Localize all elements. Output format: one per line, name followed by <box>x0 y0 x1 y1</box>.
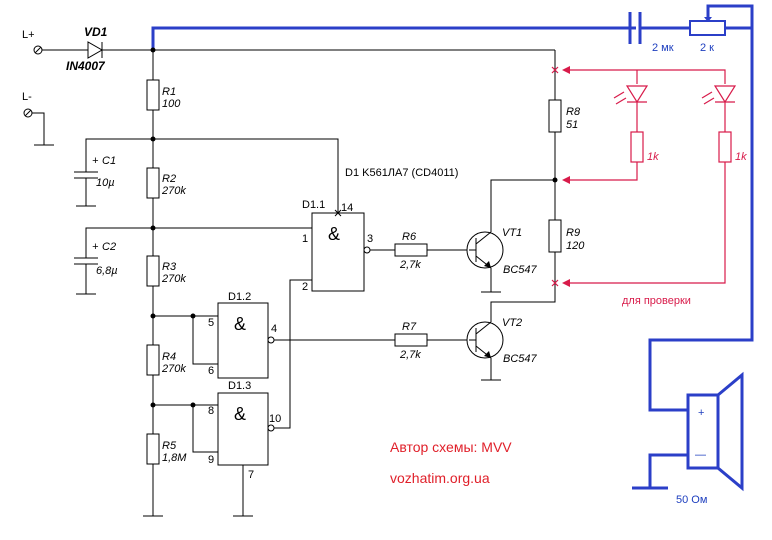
test-led-left <box>613 85 649 105</box>
transistor-vt2: VT2 BC547 <box>466 317 538 365</box>
d12-symbol: & <box>234 314 246 334</box>
test-circuit: 1k 1k для проверки <box>562 66 747 307</box>
c2-ref: C2 <box>102 241 116 253</box>
r1-value: 100 <box>162 98 181 110</box>
author-credit: Автор схемы: MVV <box>390 439 512 455</box>
r4-value: 270k <box>161 363 186 375</box>
resistor-r6: R6 2,7k <box>394 231 428 271</box>
output-wire-top <box>151 26 636 50</box>
diode-vd1: VD1 IN4007 <box>66 25 108 73</box>
resistor-r9: R9 120 <box>548 219 585 253</box>
capacitor-c1: + C1 10µ <box>74 155 116 207</box>
resistor-r7: R7 2,7k <box>394 321 428 361</box>
resistor-r5: R5 1,8M <box>146 433 187 465</box>
resistor-r4: R4 270k <box>146 344 186 376</box>
r5-ref: R5 <box>162 440 177 452</box>
c1-value: 10µ <box>96 177 115 189</box>
d11-pin2: 2 <box>302 281 308 293</box>
d12-pin4: 4 <box>271 323 277 335</box>
svg-text:+: + <box>92 155 99 167</box>
c1-ref: C1 <box>102 155 116 167</box>
r6-ref: R6 <box>402 231 417 243</box>
gate-d1-1: D1.1 & 1 2 3 14 <box>302 199 373 293</box>
d11-pin3: 3 <box>367 233 373 245</box>
c2-value: 6,8µ <box>96 265 118 277</box>
test-point-markers <box>551 66 559 287</box>
r4-ref: R4 <box>162 351 176 363</box>
test-r-left-value: 1k <box>647 151 659 163</box>
d12-pin6: 6 <box>208 365 214 377</box>
speaker-plus-label: + <box>698 407 704 419</box>
r1-ref: R1 <box>162 86 176 98</box>
resistor-r3: R3 270k <box>146 255 186 287</box>
r9-value: 120 <box>566 240 585 252</box>
r8-value: 51 <box>566 119 578 131</box>
d11-symbol: & <box>328 224 340 244</box>
svg-text:+: + <box>92 241 99 253</box>
test-r-right-value: 1k <box>735 151 747 163</box>
resistor-r2: R2 270k <box>146 167 186 199</box>
vt1-ref: VT1 <box>502 227 522 239</box>
test-resistor-left: 1k <box>630 131 659 163</box>
d11-pin1: 1 <box>302 233 308 245</box>
d11-ref: D1.1 <box>302 199 325 211</box>
r7-ref: R7 <box>402 321 417 333</box>
r7-value: 2,7k <box>399 349 421 361</box>
output-capacitor: 2 мк <box>628 12 674 54</box>
speaker: + — 50 Ом <box>676 371 744 506</box>
vt2-ref: VT2 <box>502 317 522 329</box>
diode-part: IN4007 <box>66 59 106 73</box>
pot-value-label: 2 к <box>700 42 714 54</box>
test-note: для проверки <box>622 295 691 307</box>
r5-value: 1,8M <box>162 452 187 464</box>
terminal-minus-label: L- <box>22 91 32 103</box>
terminal-plus-label: L+ <box>22 29 35 41</box>
speaker-value-label: 50 Ом <box>676 494 707 506</box>
d13-pin10: 10 <box>269 413 281 425</box>
d13-pin8: 8 <box>208 405 214 417</box>
d12-pin5: 5 <box>208 317 214 329</box>
d11-pin14: 14 <box>341 202 353 214</box>
r9-ref: R9 <box>566 227 580 239</box>
gate-d1-3: D1.3 & 8 9 10 7 <box>208 380 281 481</box>
r3-ref: R3 <box>162 261 177 273</box>
gate-d1-2: D1.2 & 5 6 4 <box>208 291 277 379</box>
d13-symbol: & <box>234 404 246 424</box>
vt2-part: BC547 <box>503 353 538 365</box>
site-credit: vozhatim.org.ua <box>390 470 490 486</box>
r6-value: 2,7k <box>399 259 421 271</box>
r3-value: 270k <box>161 273 186 285</box>
d13-ref: D1.3 <box>228 380 251 392</box>
d12-ref: D1.2 <box>228 291 251 303</box>
test-resistor-right: 1k <box>718 131 747 163</box>
d13-pin9: 9 <box>208 454 214 466</box>
r8-ref: R8 <box>566 106 581 118</box>
test-led-right <box>701 85 737 105</box>
resistor-r8: R8 51 <box>548 99 581 133</box>
terminal-plus: L+ <box>22 29 43 55</box>
speaker-minus-label: — <box>695 449 706 461</box>
cap-value-label: 2 мк <box>652 42 674 54</box>
r2-ref: R2 <box>162 173 176 185</box>
r2-value: 270k <box>161 185 186 197</box>
d13-pin7: 7 <box>248 469 254 481</box>
vt1-part: BC547 <box>503 264 538 276</box>
chip-title: D1 K561ЛА7 (CD4011) <box>345 167 458 179</box>
resistor-r1: R1 100 <box>146 79 181 111</box>
transistor-vt1: VT1 BC547 <box>466 227 538 276</box>
output-potentiometer: 2 к <box>689 4 754 54</box>
diode-ref: VD1 <box>84 25 108 39</box>
capacitor-c2: + C2 6,8µ <box>74 241 118 295</box>
terminal-minus: L- <box>22 91 54 146</box>
